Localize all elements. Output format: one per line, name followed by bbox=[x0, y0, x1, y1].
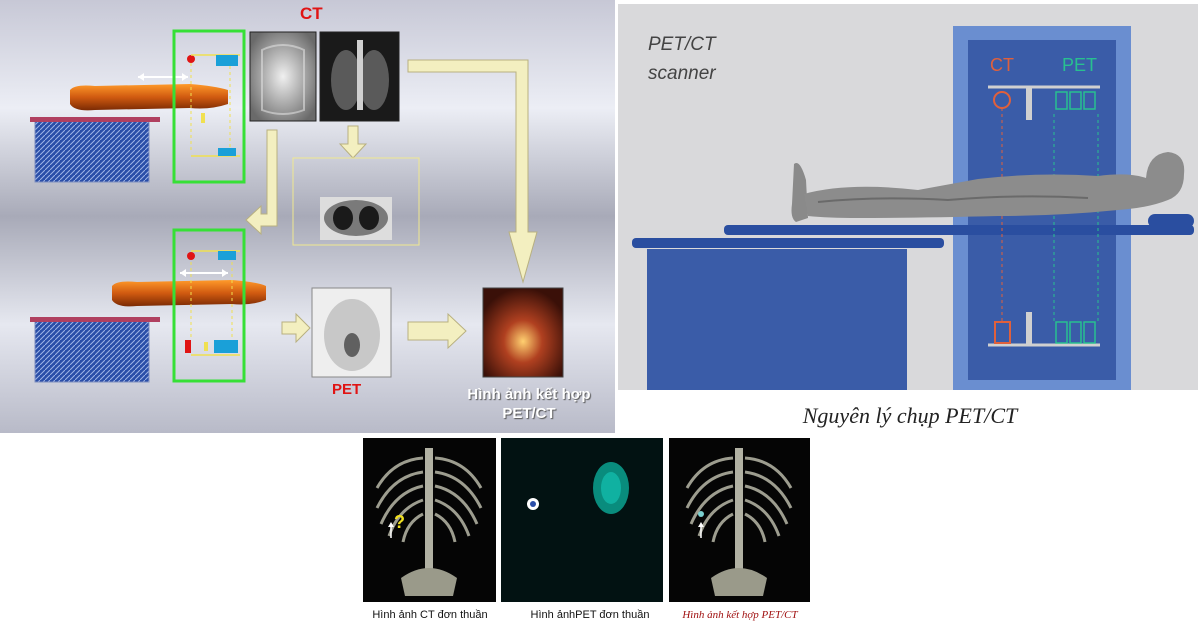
ct-ring-label: CT bbox=[990, 55, 1014, 75]
pet-label: PET bbox=[332, 381, 362, 398]
ct-label: CT bbox=[300, 4, 323, 23]
axial-slice-frame bbox=[292, 157, 420, 246]
pet-image-caption: Hình ảnhPET đơn thuần bbox=[530, 609, 650, 621]
ct-gantry-highlight bbox=[172, 29, 246, 184]
fusion-label: Hình ảnh kết hợp PET/CT bbox=[467, 386, 591, 422]
scanner-label: PET/CT scanner bbox=[648, 30, 716, 88]
pet-ring-label: PET bbox=[1062, 55, 1098, 75]
scanner-label-line2: scanner bbox=[648, 63, 716, 84]
patient-table bbox=[724, 225, 1194, 235]
pet-ct-workflow-diagram bbox=[0, 0, 615, 433]
ct-image-caption: Hình ảnh CT đơn thuần bbox=[372, 609, 488, 621]
question-mark: ? bbox=[394, 512, 405, 532]
fusion-image-caption: Hình ảnh kết hợp PET/CT bbox=[682, 609, 798, 621]
ct-detector-icon bbox=[994, 321, 1011, 344]
ct-station bbox=[30, 29, 246, 184]
scanner-principle-diagram bbox=[618, 4, 1198, 390]
spine-pet-image bbox=[501, 438, 663, 602]
pet-station bbox=[30, 228, 266, 383]
pet-gantry-highlight bbox=[172, 228, 246, 383]
pet-ct-fusion-image bbox=[482, 287, 564, 378]
scanner-base bbox=[647, 249, 907, 390]
spine-fusion-image bbox=[669, 438, 810, 602]
patient-body-pet bbox=[112, 280, 266, 307]
patient-body-ct bbox=[70, 84, 228, 111]
scanner-caption: Nguyên lý chụp PET/CT bbox=[802, 403, 1018, 428]
scanner-graphic bbox=[618, 4, 1198, 390]
workflow-arrows bbox=[245, 59, 538, 350]
scanner-label-line1: PET/CT bbox=[648, 34, 716, 55]
patient-figure bbox=[791, 163, 808, 222]
workflow-graphic bbox=[0, 0, 615, 433]
spine-ct-image bbox=[363, 438, 496, 602]
